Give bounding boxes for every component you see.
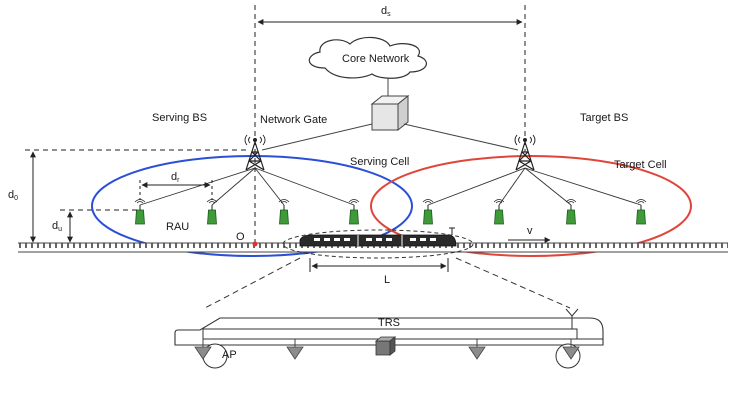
du-label: du: [52, 220, 62, 233]
target-bs-icon: [514, 134, 536, 171]
antenna-icon: [348, 199, 360, 225]
serving-bs-icon: [244, 134, 266, 171]
ds-label: ds: [381, 5, 391, 18]
d0-label: d0: [8, 189, 18, 202]
zoom-line-left: [204, 257, 301, 309]
gate-target-link: [403, 123, 519, 151]
target-bs-label: Target BS: [580, 112, 628, 124]
antenna-icon: [278, 199, 290, 225]
origin-label: O: [236, 231, 245, 243]
railway-track: [18, 243, 728, 252]
dr-label: dr: [171, 171, 180, 184]
cloud-icon: [308, 36, 427, 79]
dr-dimension: dr: [139, 171, 213, 200]
length-dimension: L: [309, 258, 449, 286]
velocity-label: v: [527, 225, 533, 237]
relay-cube-icon: [374, 336, 397, 356]
gate-serving-link: [261, 123, 373, 151]
target-bs-links: [427, 167, 642, 206]
rau-label: RAU: [166, 221, 189, 233]
serving-cell-label: Serving Cell: [350, 156, 409, 168]
serving-cell-ellipse: [91, 155, 413, 257]
antenna-icon: [134, 199, 146, 225]
trs-label: TRS: [378, 317, 400, 329]
origin-point: [252, 241, 258, 247]
cube-icon: [370, 94, 410, 132]
ds-dimension: ds: [254, 5, 526, 245]
zoom-line-right: [455, 257, 571, 309]
antenna-icon: [635, 199, 647, 225]
serving-bs-label: Serving BS: [152, 112, 207, 124]
network-gate-label: Network Gate: [260, 114, 327, 126]
antenna-icon: [206, 199, 218, 225]
ap-label: AP: [222, 349, 237, 361]
antenna-icon: [493, 199, 505, 225]
du-dimension: du: [52, 209, 138, 243]
core-network-label: Core Network: [342, 53, 410, 65]
target-cell-ellipse: [370, 155, 692, 257]
antenna-icon: [565, 199, 577, 225]
length-label: L: [384, 274, 390, 286]
trs-antenna-icon: [565, 308, 579, 317]
d0-dimension: d0: [8, 149, 250, 243]
target-cell-label: Target Cell: [614, 159, 667, 171]
antenna-icon: [422, 199, 434, 225]
train-coverage-ellipse: [282, 229, 474, 259]
train-icon: [299, 227, 457, 247]
